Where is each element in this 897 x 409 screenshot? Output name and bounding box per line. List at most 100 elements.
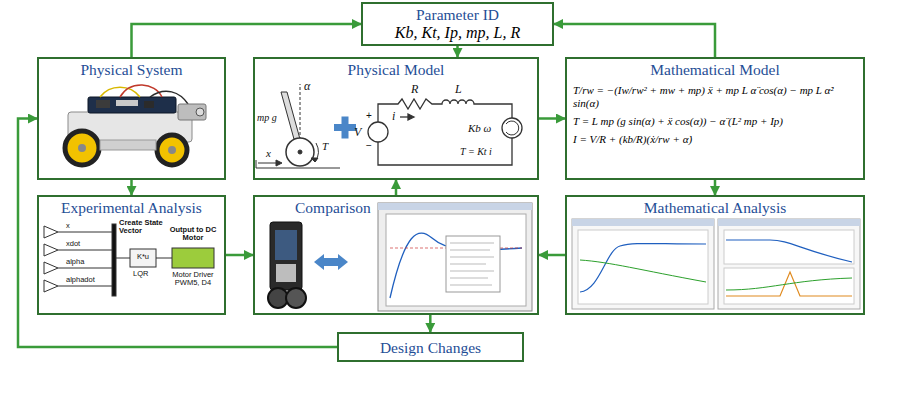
simulink-model [112, 224, 116, 296]
pendulum-sketch [276, 160, 282, 166]
analysis-plots [726, 272, 852, 296]
balancing-robot-photo [268, 222, 306, 308]
block-name: LQR [133, 270, 148, 278]
plot-window [450, 278, 488, 279]
analysis-plots [578, 230, 708, 304]
simulink-model [44, 226, 58, 238]
plot-window [450, 243, 494, 244]
polarity-label: + [366, 110, 372, 121]
pendulum-sketch [256, 84, 340, 168]
back-emf-label: Kb ω [468, 122, 491, 134]
robot-car-photo [88, 97, 176, 113]
flow-arrow [18, 119, 337, 348]
robot-car-photo [150, 91, 188, 104]
motor-circuit [378, 99, 512, 122]
model-equation: I = V/R + (kb/R)(ẋ/rw + α̇) [573, 133, 857, 146]
box-title: Mathematical Model [573, 61, 857, 79]
analysis-plots [580, 244, 706, 293]
polarity-label: − [366, 140, 372, 151]
pendulum-sketch [256, 160, 257, 168]
block-name: Create State Vector [119, 219, 167, 236]
plot-window [390, 233, 522, 298]
analysis-plots [726, 240, 852, 262]
robot-car-photo [65, 131, 99, 165]
robot-car-photo [178, 104, 206, 120]
simulink-model [58, 250, 112, 251]
plus-symbol [342, 117, 349, 139]
analysis-plots [572, 219, 714, 226]
parameter-box: Parameter IDKb, Kt, Ip, mp, L, R [361, 2, 554, 46]
robot-car-photo [116, 100, 138, 106]
robot-car-photo [120, 85, 162, 97]
balancing-robot-photo [276, 264, 296, 282]
double-arrow [314, 254, 348, 270]
simulink-model [58, 268, 112, 269]
robot-car-photo [144, 101, 154, 108]
plot-window [378, 203, 532, 210]
experiment-box: Experimental Analysis [37, 195, 226, 315]
balancing-robot-photo [275, 230, 297, 260]
angle-label: α [304, 80, 310, 93]
simulink-model [58, 286, 112, 287]
motor-circuit [368, 99, 522, 165]
box-title: Design Changes [345, 339, 516, 357]
balancing-robot-photo [270, 222, 302, 290]
simulink-model [44, 244, 58, 256]
box-title: Experimental Analysis [45, 199, 218, 217]
block-name: Output to DC Motor [166, 226, 220, 243]
flow-arrow [539, 254, 565, 257]
plot-window [450, 285, 492, 286]
torque-label: T [322, 140, 328, 152]
motor-circuit [368, 122, 388, 142]
plot-window [386, 214, 526, 306]
analysis-plots [718, 219, 860, 309]
block-name: Motor Driver PWM5, D4 [164, 271, 222, 288]
math-model-box: Mathematical ModelT/rw = −(Iw/rw² + mw +… [565, 57, 865, 180]
analysis-plots [718, 219, 860, 226]
model-equation: T = L mp (g sin(α) + ẍ cos(α)) − α̈ (L² … [573, 115, 857, 128]
motor-circuit [378, 138, 512, 165]
robot-car-photo [100, 140, 156, 150]
plus-symbol [334, 117, 356, 139]
block-name: K*u [130, 253, 156, 261]
analysis-plots [726, 278, 852, 290]
plot-window [378, 203, 532, 311]
robot-car-photo [168, 146, 176, 154]
analysis-plots [572, 219, 714, 309]
plot-window [446, 236, 500, 292]
simulink-model [130, 249, 156, 267]
signal-name: alphadot [66, 276, 95, 284]
flow-arrow [132, 24, 362, 57]
design-box: Design Changes [337, 332, 524, 362]
box-title: Physical System [45, 61, 218, 79]
robot-car-photo [157, 135, 187, 165]
model-equation: T/rw = −(Iw/rw² + mw + mp) ẍ + mp L α̈ c… [573, 84, 857, 110]
signal-name: x [66, 222, 70, 230]
flow-arrow [456, 46, 459, 57]
voltage-label: V [354, 126, 361, 139]
comparison-box: Comparison [253, 195, 539, 315]
simulink-model [156, 258, 172, 259]
analysis-plots [724, 230, 854, 264]
pendulum-sketch [311, 158, 318, 162]
flow-arrow [395, 180, 398, 195]
flow-arrow [226, 254, 253, 257]
simulink-model [58, 232, 112, 233]
flow-arrow [539, 117, 565, 120]
flow-arrow [130, 180, 133, 195]
robot-car-photo [196, 108, 204, 116]
parameter-list: Kb, Kt, Ip, mp, L, R [369, 24, 546, 42]
flow-arrow [554, 24, 715, 57]
box-title: Mathematical Analysis [573, 199, 857, 217]
flow-arrow [429, 315, 432, 332]
analysis-box: Mathematical Analysis [565, 195, 865, 315]
simulink-model [44, 280, 58, 292]
robot-car-photo [78, 144, 86, 152]
simulink-model [44, 262, 58, 274]
system-box: Physical System [37, 57, 226, 180]
pendulum-sketch [258, 163, 278, 164]
analysis-plots [580, 260, 706, 282]
resistor-label: R [411, 83, 418, 96]
motor-circuit [502, 118, 522, 138]
